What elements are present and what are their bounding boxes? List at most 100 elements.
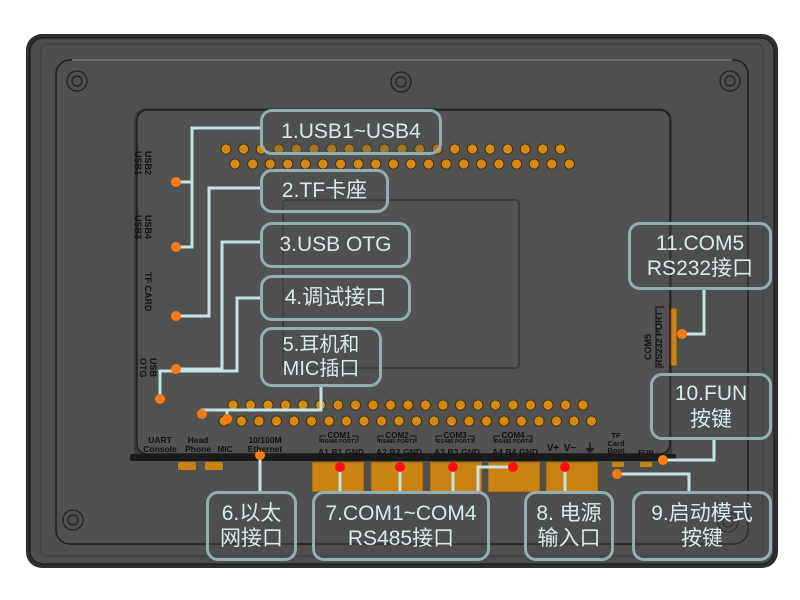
silk-a4: A4 bbox=[492, 447, 503, 457]
top-header-pin bbox=[440, 158, 452, 170]
marker-usb34 bbox=[171, 242, 181, 252]
callout-11-line2: RS232接口 bbox=[646, 257, 754, 280]
callout-5-line2: MIC插口 bbox=[282, 358, 360, 380]
leader-9 bbox=[617, 472, 691, 492]
silk-usb4: USB4 bbox=[143, 215, 153, 240]
callout-3-text: 3.USB OTG bbox=[279, 233, 392, 257]
bottom-header-pin bbox=[507, 399, 519, 411]
ground-icon: ⏚ bbox=[583, 441, 596, 455]
silk-com5: COM5 bbox=[643, 333, 653, 360]
bottom-header-pin bbox=[350, 399, 361, 411]
callout-com5-rs232: 11.COM5 RS232接口 bbox=[628, 222, 772, 290]
silk-v-minus: V− bbox=[563, 443, 577, 454]
top-header-pin bbox=[493, 158, 505, 170]
bottom-header-pin bbox=[332, 399, 344, 411]
bottom-header-pin bbox=[481, 415, 492, 427]
top-header-pin bbox=[387, 158, 399, 170]
top-header-pin bbox=[528, 158, 540, 170]
silk-10-100m: 10/100M bbox=[248, 435, 282, 445]
silk-com4-pins: A4 B4 GND bbox=[492, 448, 538, 457]
bottom-header-pin bbox=[420, 399, 431, 411]
marker-power bbox=[560, 462, 570, 472]
bottom-header-pin bbox=[516, 415, 527, 427]
silk-v-plus: V+ bbox=[546, 443, 560, 454]
power-terminal bbox=[545, 461, 599, 493]
bottom-header-pin bbox=[577, 399, 589, 411]
top-header-pin bbox=[299, 158, 311, 170]
silk-usb: USB bbox=[148, 358, 158, 378]
top-header-pin bbox=[317, 158, 329, 170]
bottom-header-pin bbox=[463, 415, 475, 427]
callout-9-line1: 9.启动模式 bbox=[651, 501, 753, 525]
silk-com4: COM4 RS485 PORT4 bbox=[492, 432, 534, 446]
silk-com3-name: COM3 bbox=[442, 431, 468, 440]
callout-6-line1: 6.以太 bbox=[221, 501, 282, 525]
top-header-pin bbox=[220, 143, 232, 155]
callout-ethernet: 6.以太 网接口 bbox=[206, 491, 297, 561]
markers bbox=[155, 177, 687, 479]
bottom-header-pin bbox=[472, 399, 484, 411]
bottom-header-pin bbox=[393, 415, 405, 427]
top-header-pin bbox=[484, 143, 496, 155]
top-header-pin bbox=[282, 158, 294, 170]
silk-rs232-port: RS232 PORT bbox=[654, 310, 664, 366]
tf-boot-button bbox=[612, 462, 624, 467]
callout-10-line1: 10.FUN bbox=[674, 382, 748, 406]
marker-mic bbox=[222, 414, 232, 424]
callout-power-input: 8. 电源 输入口 bbox=[524, 491, 614, 561]
silk-gnd4: GND bbox=[519, 447, 538, 457]
top-header-pin bbox=[475, 158, 487, 170]
silk-com3-pins: A3 B3 GND bbox=[434, 448, 480, 457]
callout-usb1-usb4: 1.USB1~USB4 bbox=[260, 109, 442, 155]
marker-com2 bbox=[395, 462, 405, 472]
silk-uart-line2: Console bbox=[143, 443, 177, 454]
bottom-header-pin bbox=[402, 399, 414, 411]
silk-a1: A1 bbox=[318, 447, 329, 457]
callout-7-line2: RS485接口 bbox=[347, 527, 455, 550]
callout-boot-mode-button: 9.启动模式 按键 bbox=[632, 491, 772, 561]
silk-com2-pins: A2 B2 GND bbox=[376, 448, 422, 457]
callout-9-line2: 按键 bbox=[681, 527, 723, 550]
leader-3 bbox=[176, 240, 262, 371]
silk-mic: MIC bbox=[217, 444, 233, 454]
bottom-header-pin bbox=[376, 415, 387, 427]
silk-ethernet-label: Ethernet bbox=[247, 443, 283, 454]
silk-com1-sub: RS485 PORT1 bbox=[320, 439, 358, 445]
silk-tf-card-boot: TF Card Boot bbox=[604, 432, 628, 455]
silk-ethernet: 10/100M Ethernet bbox=[245, 436, 285, 453]
bottom-header-pin bbox=[560, 399, 571, 411]
marker-com4 bbox=[508, 462, 518, 472]
silk-com2-sub: RS485 PORT2 bbox=[378, 439, 416, 445]
marker-usb-otg bbox=[171, 364, 181, 374]
bottom-header-pin bbox=[253, 415, 265, 427]
screw-hole-top-center bbox=[390, 71, 412, 93]
silk-headphone: Head Phone bbox=[182, 436, 214, 453]
top-header-pin bbox=[511, 158, 522, 170]
bottom-header-pin bbox=[358, 415, 370, 427]
screw-hole-bottom-right bbox=[717, 511, 739, 533]
silk-a3: A3 bbox=[434, 447, 445, 457]
top-header-pin bbox=[335, 158, 347, 170]
enclosure-bottom-lip bbox=[130, 454, 676, 461]
top-header-pin bbox=[519, 143, 531, 155]
top-header-pin bbox=[247, 158, 259, 170]
silk-b2: B2 bbox=[389, 447, 401, 457]
leader-2 bbox=[176, 186, 262, 318]
leader-7d bbox=[476, 465, 513, 492]
top-header-pin bbox=[546, 158, 558, 170]
callout-tf-card-slot: 2.TF卡座 bbox=[260, 169, 389, 213]
callout-11-line1: 11.COM5 bbox=[655, 231, 745, 255]
bottom-header-pin bbox=[586, 415, 597, 427]
silk-usb3: USB3 bbox=[133, 215, 143, 240]
marker-fun bbox=[658, 455, 668, 465]
bottom-header-pin bbox=[446, 415, 457, 427]
top-header-pin bbox=[352, 158, 364, 170]
silk-b3: B3 bbox=[447, 447, 459, 457]
leader-11 bbox=[682, 288, 706, 336]
callout-com1-com4: 7.COM1~COM4 RS485接口 bbox=[312, 491, 490, 561]
top-header-pin bbox=[405, 158, 417, 170]
bottom-header-pin bbox=[542, 399, 554, 411]
top-header-pin bbox=[370, 158, 382, 170]
bottom-header-pin bbox=[437, 399, 449, 411]
bottom-header-pin bbox=[533, 415, 545, 427]
